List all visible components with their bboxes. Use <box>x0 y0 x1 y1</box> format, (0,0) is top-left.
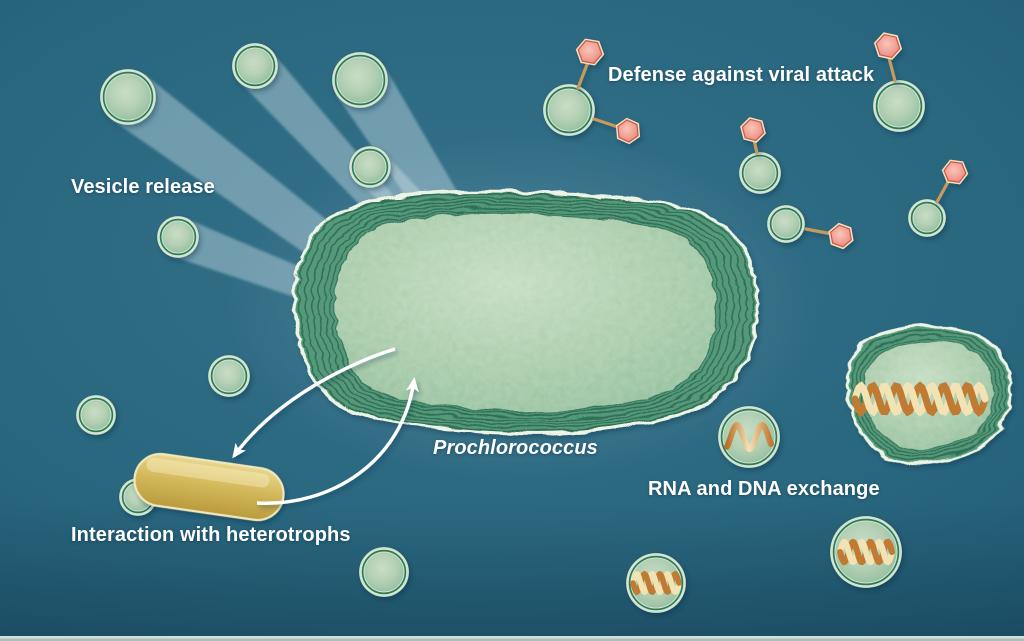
arrow-cell-to-heterotroph <box>232 347 396 459</box>
vesicle <box>331 51 389 109</box>
helix-strand <box>630 570 682 596</box>
phage-tail <box>804 227 834 236</box>
vesicle <box>907 198 947 238</box>
arrow-heterotroph-to-cell <box>256 377 419 505</box>
vesicle <box>872 79 926 133</box>
phage-capsid <box>830 224 852 248</box>
helix-strand <box>837 538 895 566</box>
helix-strand <box>724 421 774 453</box>
phage-capsid <box>617 119 639 143</box>
phage-capsid <box>943 161 967 183</box>
vesicle <box>99 68 157 126</box>
vesicle <box>348 145 392 189</box>
phage <box>804 222 854 250</box>
helix-strand <box>851 381 989 417</box>
rna-vesicle <box>717 405 781 469</box>
vesicle <box>766 204 806 244</box>
phage-tail <box>935 180 950 204</box>
phages-layer <box>575 32 969 250</box>
phage <box>873 32 903 83</box>
phage-capsid <box>875 33 901 59</box>
vesicle <box>207 354 251 398</box>
label-prochlorococcus: Prochlorococcus <box>433 437 598 459</box>
prochlorococcus-cell <box>291 188 757 434</box>
vesicle <box>358 546 410 598</box>
dna-vesicle <box>829 515 903 589</box>
label-defense-viral-attack: Defense against viral attack <box>608 64 875 86</box>
phage <box>592 117 641 145</box>
label-heterotroph-interaction: Interaction with heterotrophs <box>71 524 351 546</box>
dna-recipient-cell <box>843 323 1011 464</box>
heterotroph-rod <box>133 452 285 522</box>
phage-tail <box>887 56 897 83</box>
dna-vesicle <box>625 552 687 614</box>
phage <box>575 38 605 90</box>
vesicle <box>156 215 200 259</box>
label-rna-dna-exchange: RNA and DNA exchange <box>648 478 880 500</box>
phage <box>935 159 969 204</box>
dna-helix-large <box>851 381 989 417</box>
vesicle <box>738 151 782 195</box>
helix-strand <box>851 381 989 417</box>
phage-tail <box>576 60 590 90</box>
vesicle <box>75 394 117 436</box>
vesicle <box>542 83 596 137</box>
exchange-arrows <box>232 347 419 505</box>
rod-highlight <box>146 457 270 488</box>
vesicle <box>231 42 279 90</box>
vesicles-layer <box>75 42 947 614</box>
phage-capsid <box>741 118 765 142</box>
phage <box>740 117 766 155</box>
figure-bottom-border <box>0 636 1024 641</box>
phage-capsid <box>577 40 603 64</box>
label-vesicle-release: Vesicle release <box>71 176 215 198</box>
